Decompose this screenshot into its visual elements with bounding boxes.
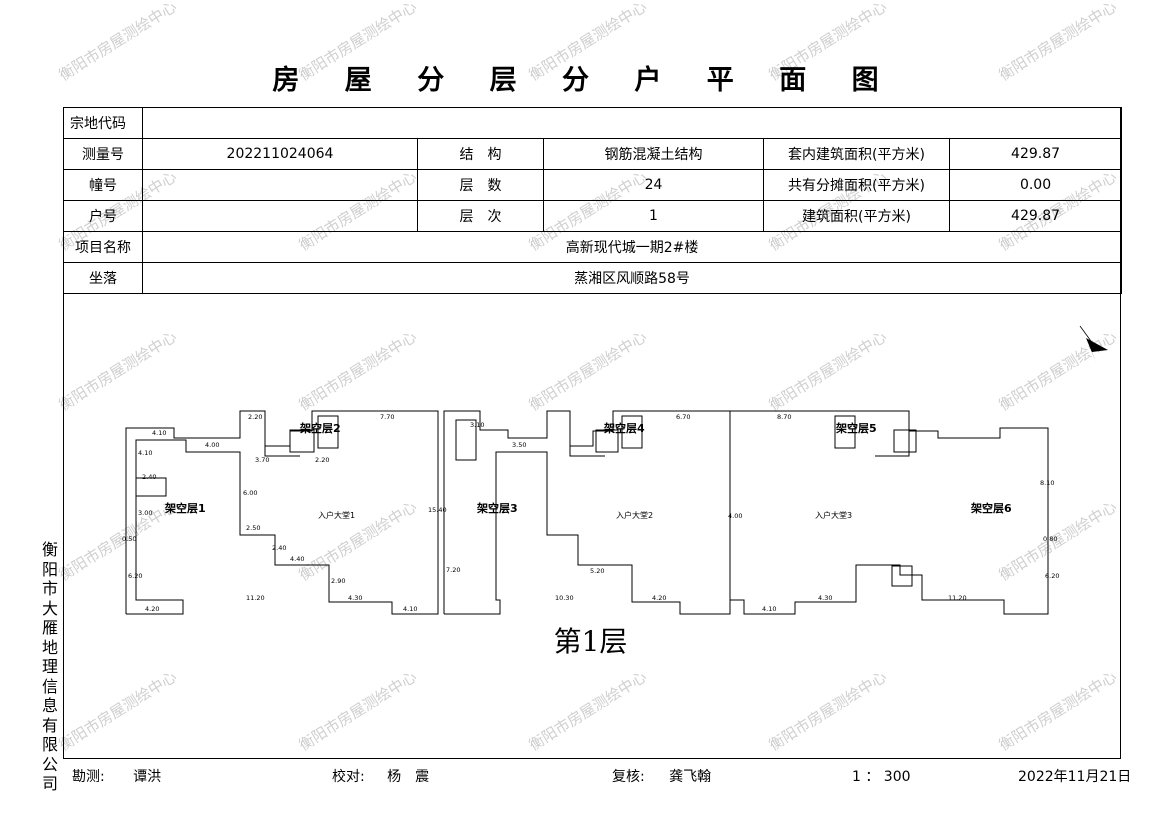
hu-value	[142, 200, 418, 232]
table-row: 坐落 蒸湘区风顺路58号	[63, 262, 1123, 294]
table-row: 幢号 层 数 24 共有分摊面积(平方米) 0.00	[63, 169, 1123, 201]
dimension-label: 4.30	[348, 594, 362, 602]
jianzhu-label: 建筑面积(平方米)	[763, 200, 950, 232]
dimension-label: 0.50	[122, 535, 136, 543]
dimension-label: 2.90	[331, 577, 345, 585]
dimension-label: 15.40	[428, 506, 447, 514]
zongdi-value	[141, 107, 1123, 139]
dimension-label: 4.20	[652, 594, 666, 602]
dimension-label: 10.30	[555, 594, 574, 602]
checker-name: 杨 震	[387, 769, 430, 785]
checker-label: 校对:	[332, 769, 365, 785]
property-info-table: 宗地代码 测量号 202211024064 结 构 钢筋混凝土结构 套内建筑面积…	[63, 107, 1123, 294]
cengshu-value: 24	[543, 169, 764, 201]
date: 2022年11月21日	[1018, 769, 1132, 785]
jianzhu-value: 429.87	[948, 200, 1123, 232]
dimension-label: 4.00	[728, 512, 742, 520]
scale: 1 ： 300	[852, 769, 911, 785]
reviewer-label: 复核:	[612, 769, 645, 785]
dimension-label: 6.20	[128, 572, 142, 580]
dimension-label: 6.20	[1045, 572, 1059, 580]
room-label: 架空层1	[164, 501, 206, 515]
dimension-label: 3.70	[255, 456, 269, 464]
chuang-label: 幢号	[63, 169, 143, 201]
room-label: 架空层4	[603, 421, 645, 435]
company-name: 衡阳市大雁地理信息有限公司	[41, 540, 58, 793]
dimension-label: 3.00	[138, 509, 152, 517]
table-row: 项目名称 高新现代城一期2#楼	[63, 231, 1123, 263]
jiegou-label: 结 构	[417, 138, 544, 170]
floor-plan: 架空层1 架空层2 架空层3 架空层4 架空层5 架空层6 入户大堂1 入户大堂…	[122, 325, 1108, 615]
dimension-label: 3.50	[512, 441, 526, 449]
xiangmu-value: 高新现代城一期2#楼	[141, 231, 1123, 263]
north-arrow-icon	[1079, 325, 1108, 362]
dimension-label: 6.00	[243, 489, 257, 497]
room-label: 架空层2	[299, 421, 341, 435]
hall-label: 入户大堂1	[318, 510, 355, 520]
plan-outline-mid-right	[730, 410, 1049, 615]
room-label: 架空层3	[476, 501, 518, 515]
page-title: 房 屋 分 层 分 户 平 面 图	[272, 65, 897, 96]
dimension-label: 11.20	[246, 594, 265, 602]
hall-label: 入户大堂3	[815, 510, 852, 520]
dimension-label: 5.20	[590, 567, 604, 575]
chuang-value	[142, 169, 418, 201]
dimension-label: 2.40	[272, 544, 286, 552]
cengci-label: 层 次	[417, 200, 544, 232]
dimension-label: 2.20	[315, 456, 329, 464]
dimension-label: 8.70	[777, 413, 791, 421]
dimension-label: 8.10	[1040, 479, 1054, 487]
taonei-value: 429.87	[948, 138, 1123, 170]
dimension-label: 2.40	[142, 473, 156, 481]
reviewer-name: 龚飞翰	[669, 769, 712, 785]
dimension-label: 4.00	[205, 441, 219, 449]
dimension-label: 4.10	[138, 449, 152, 457]
reviewer: 复核: 龚飞翰	[612, 766, 711, 786]
dimension-label: 6.70	[676, 413, 690, 421]
zongdi-label: 宗地代码	[63, 107, 143, 139]
table-row: 测量号 202211024064 结 构 钢筋混凝土结构 套内建筑面积(平方米)…	[63, 138, 1123, 170]
floor-label-text: 第1层	[553, 625, 628, 658]
dimension-label: 3.10	[470, 421, 484, 429]
dimension-label: 4.10	[152, 429, 166, 437]
room-label: 架空层5	[835, 421, 877, 435]
dimension-label: 2.50	[246, 524, 260, 532]
jiegou-value: 钢筋混凝土结构	[543, 138, 764, 170]
dimension-label: 7.20	[446, 566, 460, 574]
hu-label: 户号	[63, 200, 143, 232]
taonei-label: 套内建筑面积(平方米)	[763, 138, 950, 170]
dimension-label: 7.70	[380, 413, 394, 421]
cengci-value: 1	[543, 200, 764, 232]
table-row: 户号 层 次 1 建筑面积(平方米) 429.87	[63, 200, 1123, 232]
table-row: 宗地代码	[63, 107, 1123, 139]
room-label: 架空层6	[970, 501, 1012, 515]
dimension-label: 0.80	[1043, 535, 1057, 543]
zuoluo-value: 蒸湘区风顺路58号	[141, 262, 1123, 294]
gongyou-value: 0.00	[948, 169, 1123, 201]
dimension-label: 4.10	[762, 605, 776, 613]
zuoluo-label: 坐落	[63, 262, 143, 294]
plan-outline-left	[125, 410, 439, 615]
floor-label: 第1层	[0, 620, 1169, 660]
hall-label: 入户大堂2	[616, 510, 653, 520]
surveyor-label: 勘测:	[72, 769, 105, 785]
dimension-label: 11.20	[948, 594, 967, 602]
dimension-label: 4.20	[145, 605, 159, 613]
gongyou-label: 共有分摊面积(平方米)	[763, 169, 950, 201]
celiang-label: 测量号	[63, 138, 143, 170]
xiangmu-label: 项目名称	[63, 231, 143, 263]
dimension-label: 4.40	[290, 555, 304, 563]
cengshu-label: 层 数	[417, 169, 544, 201]
checker: 校对: 杨 震	[332, 766, 429, 786]
surveyor-name: 谭洪	[133, 769, 162, 785]
dimension-label: 4.30	[818, 594, 832, 602]
surveyor: 勘测: 谭洪	[72, 766, 161, 786]
dimension-label: 4.10	[403, 605, 417, 613]
dimension-label: 2.20	[248, 413, 262, 421]
celiang-value: 202211024064	[142, 138, 418, 170]
dimension-labels: 4.10 4.00 2.20 3.70 2.20 7.70 4.10 2.40 …	[122, 413, 1059, 613]
